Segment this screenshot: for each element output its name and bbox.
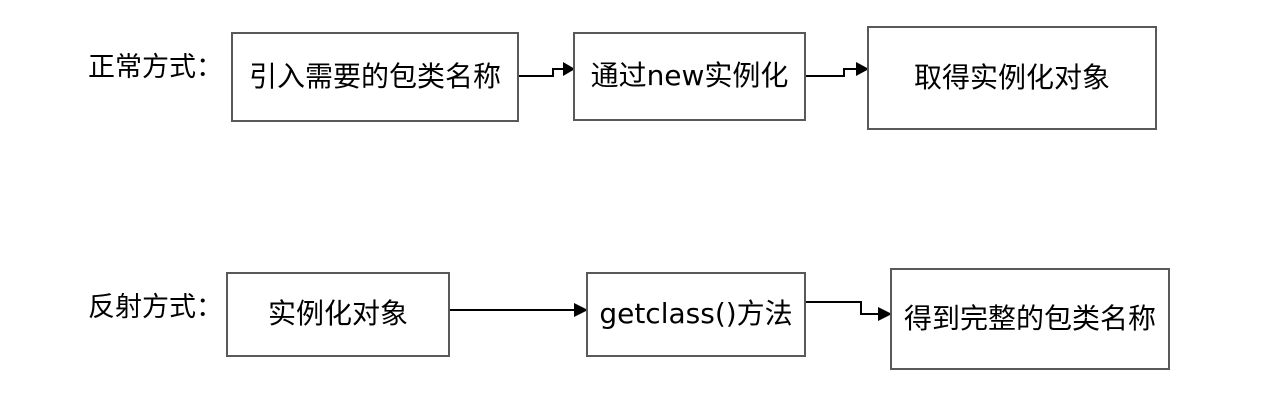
node-reflection-1-label: 实例化对象 — [267, 297, 408, 331]
row-label-reflection: 反射方式： — [88, 292, 223, 323]
node-normal-3[interactable]: 取得实例化对象 — [867, 26, 1157, 130]
node-normal-3-label: 取得实例化对象 — [913, 60, 1110, 94]
row-label-normal: 正常方式： — [88, 52, 223, 83]
node-reflection-1[interactable]: 实例化对象 — [226, 272, 450, 357]
node-normal-2-label: 通过new实例化 — [590, 59, 789, 93]
node-normal-1[interactable]: 引入需要的包类名称 — [231, 32, 519, 122]
arrow-normal-2-to-3 — [806, 62, 869, 77]
node-normal-1-label: 引入需要的包类名称 — [248, 59, 501, 93]
arrow-normal-1-to-2 — [519, 62, 575, 77]
node-reflection-2[interactable]: getclass()方法 — [586, 272, 806, 357]
node-reflection-2-label: getclass()方法 — [599, 297, 793, 331]
arrow-reflection-1-to-2 — [450, 303, 588, 317]
node-normal-2[interactable]: 通过new实例化 — [573, 32, 806, 121]
node-reflection-3[interactable]: 得到完整的包类名称 — [890, 268, 1170, 370]
node-reflection-3-label: 得到完整的包类名称 — [903, 301, 1156, 335]
arrow-reflection-2-to-3 — [806, 301, 892, 321]
